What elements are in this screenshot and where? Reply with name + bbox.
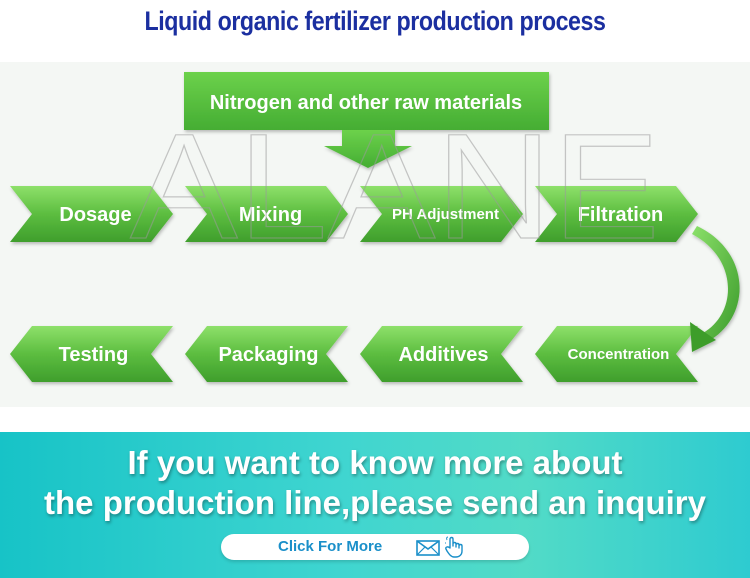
row2-step-2: Packaging [185,326,348,382]
row1-step-2: Mixing [185,186,348,242]
watermark: ALANE [130,102,660,270]
row2-step-1-label: Testing [59,344,129,366]
row2-step-3-chevron [360,326,523,382]
row2-step-1-chevron [10,326,173,382]
envelope-icon [416,540,440,556]
row2-step-4-label: Concentration [568,346,670,363]
row2-step-2-chevron [185,326,348,382]
row2-step-2-label: Packaging [218,344,318,366]
row2-step-4-chevron [535,326,698,382]
row1-step-2-chevron [185,186,348,242]
curve-arrow-body [692,226,740,342]
down-arrow [324,130,412,168]
curve-arrow [690,226,740,352]
banner-line-1: If you want to know more about [127,444,623,481]
curve-arrow-head [690,322,716,352]
process-row-1: Dosage Mixing PH Adjustment Filtration [10,186,698,242]
row1-step-2-label: Mixing [239,204,302,226]
click-for-more-label: Click For More [278,538,383,555]
process-diagram: Nitrogen and other raw materials Dosage M… [0,62,750,407]
inquiry-banner: If you want to know more about the produ… [0,432,750,578]
input-box-label: Nitrogen and other raw materials [210,92,522,114]
row1-step-4-label: Filtration [578,204,664,226]
row1-step-3-chevron [360,186,523,242]
input-group [184,72,549,168]
row2-step-3-label: Additives [398,344,488,366]
row1-step-4: Filtration [535,186,698,242]
row1-step-3-label: PH Adjustment [392,206,499,223]
click-for-more-button[interactable]: Click For More [221,534,529,560]
row2-step-1: Testing [10,326,173,382]
process-row-2: Testing Packaging Additives Concentration [10,326,698,382]
row2-step-4: Concentration [535,326,698,382]
row2-step-3: Additives [360,326,523,382]
banner-line-2: the production line,please send an inqui… [44,484,706,521]
row1-step-1-chevron [10,186,173,242]
input-box [184,72,549,130]
row1-step-4-chevron [535,186,698,242]
pointing-hand-icon [445,536,463,558]
row1-step-3: PH Adjustment [360,186,523,242]
row1-step-1-label: Dosage [59,204,131,226]
row1-step-1: Dosage [10,186,173,242]
page-title: Liquid organic fertilizer production pro… [144,6,606,36]
